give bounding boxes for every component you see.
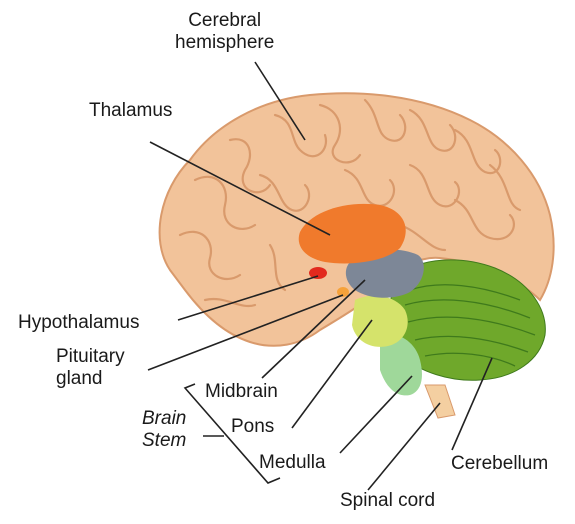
label-cerebral-hemisphere: Cerebral hemisphere [175, 10, 274, 54]
label-hypothalamus: Hypothalamus [18, 312, 139, 334]
label-spinal-cord: Spinal cord [340, 490, 435, 512]
spinal-cord-shape [425, 385, 455, 418]
label-pituitary-gland: Pituitary gland [56, 346, 125, 390]
label-thalamus: Thalamus [89, 100, 172, 122]
label-midbrain: Midbrain [205, 381, 278, 403]
label-cerebellum: Cerebellum [451, 453, 548, 475]
label-medulla: Medulla [259, 452, 326, 474]
label-brain-stem: Brain Stem [142, 408, 186, 452]
label-pons: Pons [231, 416, 274, 438]
